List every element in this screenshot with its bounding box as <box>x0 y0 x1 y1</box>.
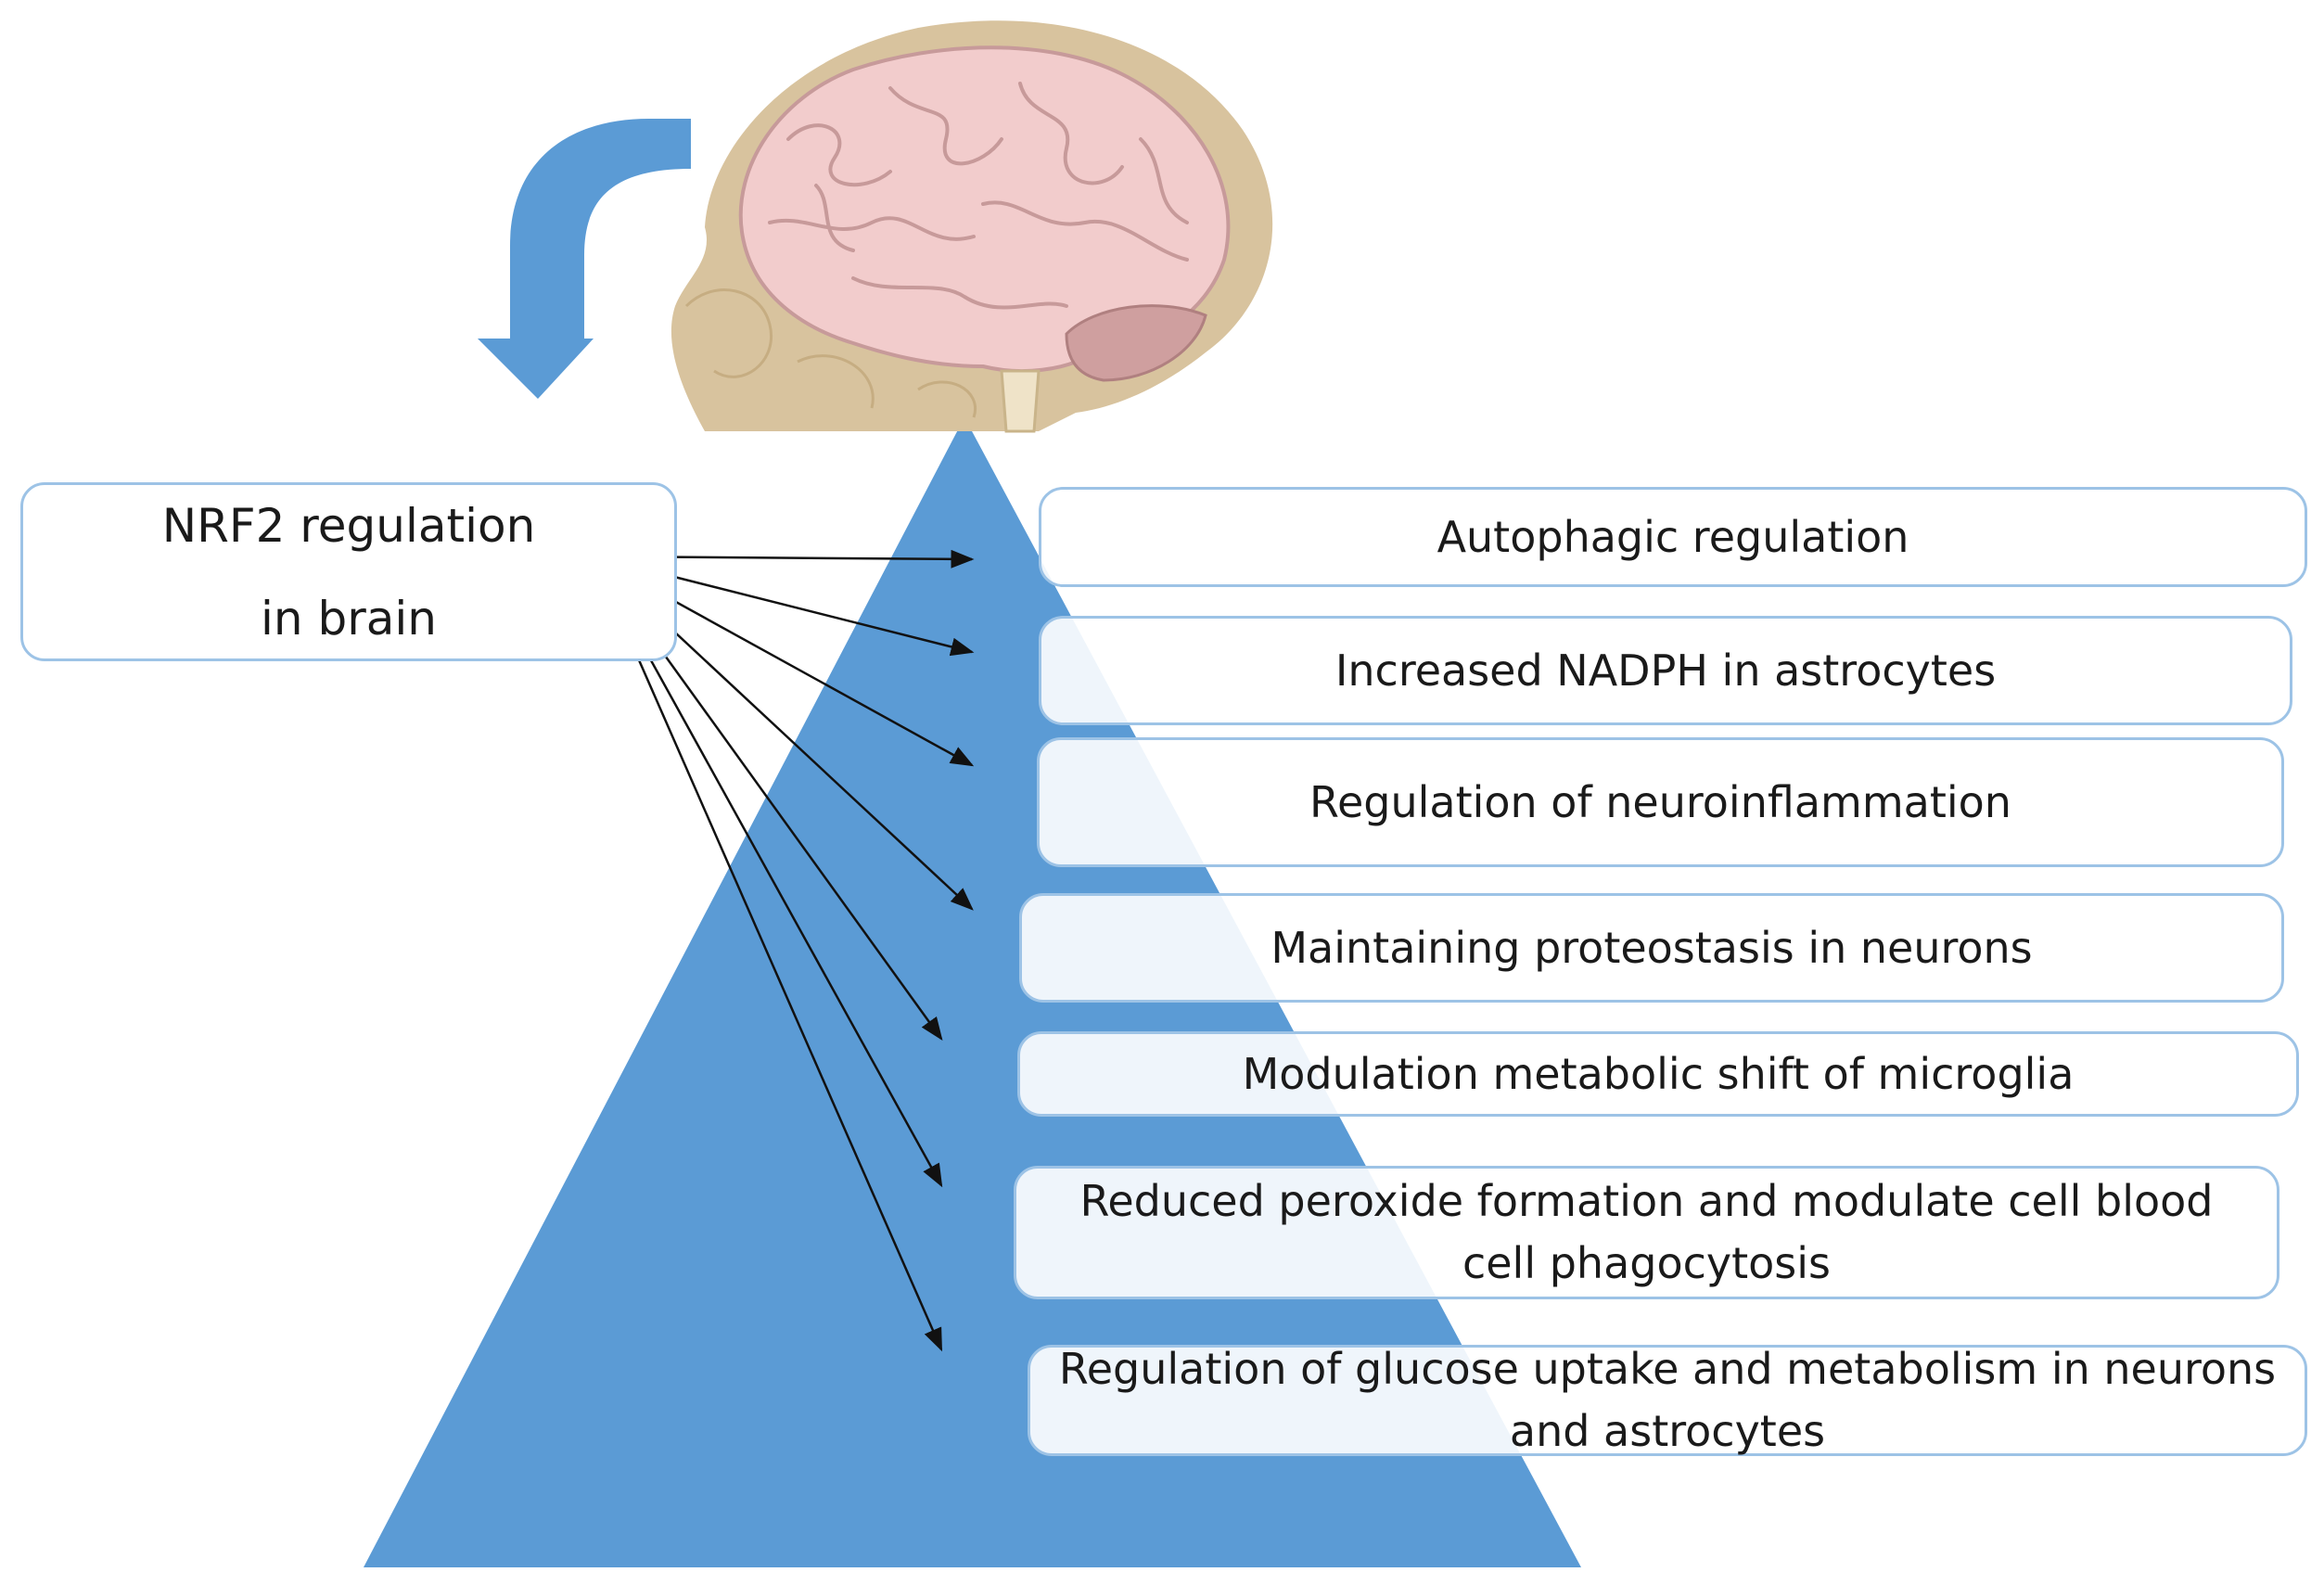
effect-box-peroxide-phagocytosis: Reduced peroxide formation and modulate … <box>1014 1166 2279 1299</box>
effect-box-proteostasis: Maintaining proteostasis in neurons <box>1019 893 2284 1003</box>
effect-label: Maintaining proteostasis in neurons <box>1271 922 2033 973</box>
source-line-2: in brain <box>260 591 437 646</box>
nrf2-regulation-box: NRF2 regulation in brain <box>20 482 677 661</box>
curved-down-arrow-icon <box>478 119 691 399</box>
effect-label: Increased NADPH in astrocytes <box>1334 645 1997 696</box>
effect-label: Regulation of neuroinflammation <box>1309 776 2011 827</box>
effect-box-nadph-astrocytes: Increased NADPH in astrocytes <box>1039 616 2292 725</box>
effect-label: Regulation of glucose uptake and metabol… <box>1058 1344 2277 1456</box>
effect-box-autophagic-regulation: Autophagic regulation <box>1039 487 2307 587</box>
effect-box-microglia-shift: Modulation metabolic shift of microglia <box>1017 1031 2299 1117</box>
effect-label: Reduced peroxide formation and modulate … <box>1079 1176 2214 1288</box>
effect-box-glucose-metabolism: Regulation of glucose uptake and metabol… <box>1028 1344 2307 1456</box>
connector-arrow <box>592 556 943 1188</box>
effect-box-neuroinflammation: Regulation of neuroinflammation <box>1037 737 2284 867</box>
effect-label: Modulation metabolic shift of microglia <box>1242 1048 2075 1099</box>
brain-head-icon <box>670 20 1273 433</box>
source-line-1: NRF2 regulation <box>161 498 536 553</box>
connector-arrow <box>592 556 943 1352</box>
effect-label: Autophagic regulation <box>1437 511 1909 562</box>
